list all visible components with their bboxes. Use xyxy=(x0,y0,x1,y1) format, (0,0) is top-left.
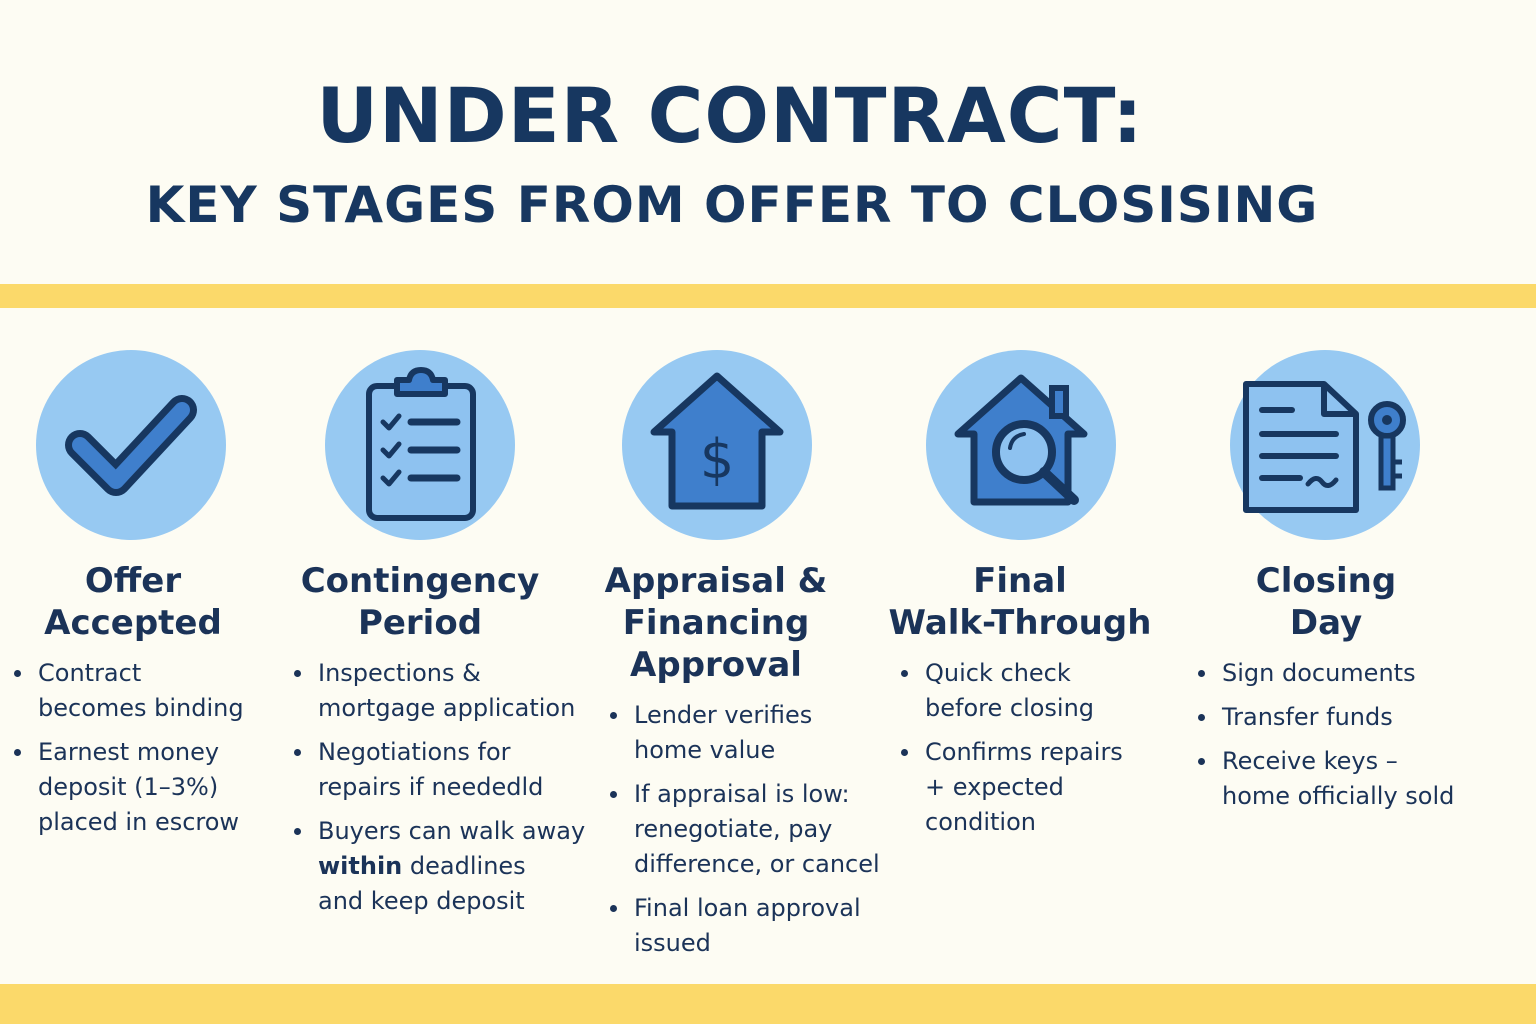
stage-title: Appraisal & Financing Approval xyxy=(604,561,828,685)
list-item: Receive keys – home officially sold xyxy=(1196,744,1496,814)
list-item: Earnest money deposit (1–3%) placed in e… xyxy=(12,735,272,840)
stage-bullet-list: Sign documents Transfer funds Receive ke… xyxy=(1196,656,1496,823)
stage-bullet-list: Quick check before closing Confirms repa… xyxy=(899,656,1179,849)
stage-title: Final Walk-Through xyxy=(888,561,1152,643)
list-item: If appraisal is low: renegotiate, pay di… xyxy=(608,777,898,882)
checkmark-icon xyxy=(36,350,226,540)
stage-title: Closing Day xyxy=(1255,561,1397,643)
page-subtitle: KEY STAGES FROM OFFER TO CLOSISING xyxy=(145,176,1319,234)
header: UNDER CONTRACT: KEY STAGES FROM OFFER TO… xyxy=(0,0,1536,284)
stage-bullet-list: Contract becomes binding Earnest money d… xyxy=(12,656,272,849)
list-item: Inspections & mortgage application xyxy=(292,656,602,726)
bullet-text: Buyers can walk away xyxy=(318,817,586,845)
stage-bullet-list: Lender verifies home value If appraisal … xyxy=(608,698,898,970)
bullet-text: deadlines and keep deposit xyxy=(318,852,526,915)
page-title: UNDER CONTRACT: xyxy=(316,71,1144,160)
list-item: Quick check before closing xyxy=(899,656,1179,726)
stage-title: Offer Accepted xyxy=(44,561,222,643)
list-item: Confirms repairs + expected condition xyxy=(899,735,1179,840)
bullet-emphasis: within xyxy=(318,852,403,880)
list-item: Lender verifies home value xyxy=(608,698,898,768)
list-item: Final loan approval issued xyxy=(608,891,898,961)
document-key-icon xyxy=(1230,350,1420,540)
list-item: Buyers can walk away within deadlines an… xyxy=(292,814,602,919)
list-item: Transfer funds xyxy=(1196,700,1496,735)
house-dollar-icon: $ xyxy=(622,350,812,540)
house-magnifier-icon xyxy=(926,350,1116,540)
stage-title: Contingency Period xyxy=(300,561,540,643)
list-item: Sign documents xyxy=(1196,656,1496,691)
svg-text:$: $ xyxy=(700,428,734,491)
stage-bullet-list: Inspections & mortgage application Negot… xyxy=(292,656,602,928)
bottom-divider-band xyxy=(0,984,1536,1024)
list-item: Contract becomes binding xyxy=(12,656,272,726)
top-divider-band xyxy=(0,284,1536,308)
list-item: Negotiations for repairs if neededld xyxy=(292,735,602,805)
clipboard-checklist-icon xyxy=(325,350,515,540)
